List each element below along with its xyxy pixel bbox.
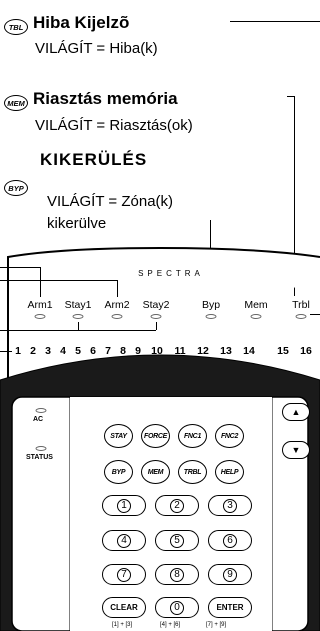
- key-1[interactable]: 1: [102, 495, 146, 516]
- arm2-pointer-v: [117, 280, 118, 297]
- zone-5: 5: [75, 345, 81, 357]
- fnc1-button[interactable]: FNC1: [178, 424, 207, 448]
- key-5[interactable]: 5: [155, 530, 199, 551]
- led-status: [35, 446, 47, 451]
- key-2[interactable]: 2: [155, 495, 199, 516]
- fire-panic-caption: [7] + [9]: [206, 622, 227, 628]
- led-stay1: [72, 314, 84, 319]
- trbl-pointer-h: [310, 314, 320, 315]
- mem-title: Riasztás memória: [33, 89, 178, 108]
- tbl-icon: TBL: [4, 19, 28, 35]
- led-label-stay1: Stay1: [64, 299, 92, 311]
- key-0-label: 0: [170, 600, 184, 615]
- mem-icon: MEM: [4, 95, 28, 111]
- stay-button[interactable]: STAY: [104, 424, 133, 448]
- clear-button[interactable]: CLEAR: [102, 597, 146, 618]
- zone-16: 16: [300, 345, 312, 357]
- key-6[interactable]: 6: [208, 530, 252, 551]
- ac-label: AC: [33, 416, 44, 423]
- zone-6: 6: [90, 345, 96, 357]
- zone-10: 10: [151, 345, 163, 357]
- help-button[interactable]: HELP: [215, 460, 244, 484]
- key-9[interactable]: 9: [208, 564, 252, 585]
- key-7[interactable]: 7: [102, 564, 146, 585]
- led-stay2: [150, 314, 162, 319]
- zone-2: 2: [30, 345, 36, 357]
- key-8[interactable]: 8: [155, 564, 199, 585]
- zone-13: 13: [220, 345, 232, 357]
- arm1-pointer-h: [0, 267, 40, 268]
- zones-pointer-h: [0, 351, 12, 352]
- led-arm1: [34, 314, 46, 319]
- led-label-trbl: Trbl: [292, 299, 310, 311]
- fnc2-button[interactable]: FNC2: [215, 424, 244, 448]
- key-3-label: 3: [223, 498, 237, 513]
- stay2-pointer-v: [156, 322, 157, 330]
- police-panic-caption: [1] + [3]: [112, 622, 133, 628]
- stay1-pointer-v: [78, 322, 79, 330]
- key-0[interactable]: 0: [155, 597, 199, 618]
- led-label-arm2: Arm2: [104, 299, 130, 311]
- zone-8: 8: [120, 345, 126, 357]
- byp-button[interactable]: BYP: [104, 460, 133, 484]
- key-4[interactable]: 4: [102, 530, 146, 551]
- status-label: STATUS: [26, 454, 53, 461]
- tbl-desc: VILÁGÍT = Hiba(k): [35, 40, 158, 57]
- led-label-stay2: Stay2: [142, 299, 170, 311]
- zone-11: 11: [174, 345, 186, 357]
- led-label-arm1: Arm1: [27, 299, 53, 311]
- tbl-title: Hiba Kijelzõ: [33, 13, 130, 32]
- led-mem: [250, 314, 262, 319]
- enter-button[interactable]: ENTER: [208, 597, 252, 618]
- force-button[interactable]: FORCE: [141, 424, 170, 448]
- mem-desc: VILÁGÍT = Riasztás(ok): [35, 117, 193, 134]
- byp-title: KIKERÜLÉS: [40, 150, 148, 169]
- key-3[interactable]: 3: [208, 495, 252, 516]
- down-arrow-icon: ▼: [291, 445, 301, 455]
- key-4-label: 4: [117, 533, 131, 548]
- key-1-label: 1: [117, 498, 131, 513]
- key-5-label: 5: [170, 533, 184, 548]
- mem-button[interactable]: MEM: [141, 460, 170, 484]
- up-arrow-icon: ▲: [291, 407, 301, 417]
- arm1-pointer-v: [40, 267, 41, 297]
- zone-7: 7: [105, 345, 111, 357]
- trbl-button[interactable]: TRBL: [178, 460, 207, 484]
- zone-14: 14: [243, 345, 255, 357]
- tbl-pointer-line: [230, 21, 320, 22]
- zone-12: 12: [197, 345, 209, 357]
- key-8-label: 8: [170, 567, 184, 582]
- byp-desc-line1: VILÁGÍT = Zóna(k): [47, 193, 174, 210]
- byp-desc-line2: kikerülve: [47, 215, 107, 232]
- key-7-label: 7: [117, 567, 131, 582]
- brand-logo: SPECTRA: [130, 265, 212, 283]
- key-9-label: 9: [223, 567, 237, 582]
- led-label-mem: Mem: [244, 299, 268, 311]
- led-byp: [205, 314, 217, 319]
- led-arm2: [111, 314, 123, 319]
- arm2-pointer-h: [0, 280, 117, 281]
- down-arrow-button[interactable]: ▼: [282, 441, 310, 459]
- zone-9: 9: [135, 345, 141, 357]
- zone-3: 3: [45, 345, 51, 357]
- led-trbl: [295, 314, 307, 319]
- led-label-byp: Byp: [201, 299, 221, 311]
- mem-pointer-line-v: [294, 96, 295, 296]
- zone-1: 1: [15, 345, 21, 357]
- mem-pointer-line-h: [287, 96, 295, 97]
- byp-icon: BYP: [4, 180, 28, 196]
- zone-4: 4: [60, 345, 66, 357]
- key-2-label: 2: [170, 498, 184, 513]
- stay-pointer-h: [0, 330, 156, 331]
- up-arrow-button[interactable]: ▲: [282, 403, 310, 421]
- aux-panic-caption: [4] + [6]: [160, 622, 181, 628]
- key-6-label: 6: [223, 533, 237, 548]
- zone-15: 15: [277, 345, 289, 357]
- led-ac: [35, 408, 47, 413]
